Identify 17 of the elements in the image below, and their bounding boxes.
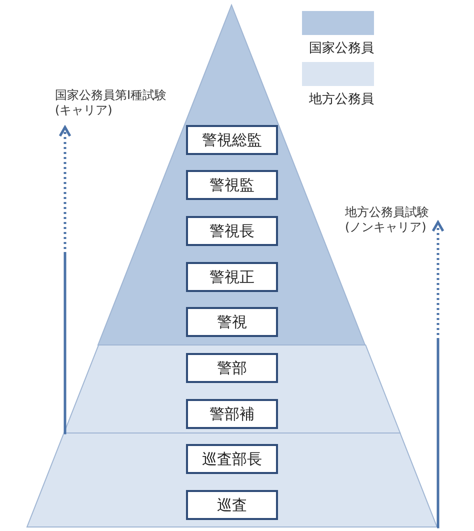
rank-box: 警視: [186, 307, 278, 337]
pyramid-tier: [27, 433, 437, 527]
arrow: [58, 126, 72, 434]
rank-box: 巡査部長: [186, 444, 278, 474]
rank-box: 警視正: [186, 262, 278, 292]
rank-box: 警視監: [186, 170, 278, 200]
exam-label: 国家公務員第Ⅰ種試験(キャリア): [55, 88, 179, 130]
arrow: [432, 221, 444, 528]
rank-box: 警視総監: [186, 125, 278, 155]
rank-box: 警部補: [186, 399, 278, 429]
pyramid-tier: [64, 345, 400, 433]
rank-box: 警部: [186, 353, 278, 383]
exam-label: 地方公務員試験(ノンキャリア): [345, 205, 431, 235]
legend-label: 国家公務員: [309, 40, 374, 57]
rank-box: 警視長: [186, 216, 278, 246]
rank-box: 巡査: [186, 490, 278, 520]
legend-label: 地方公務員: [309, 91, 374, 108]
